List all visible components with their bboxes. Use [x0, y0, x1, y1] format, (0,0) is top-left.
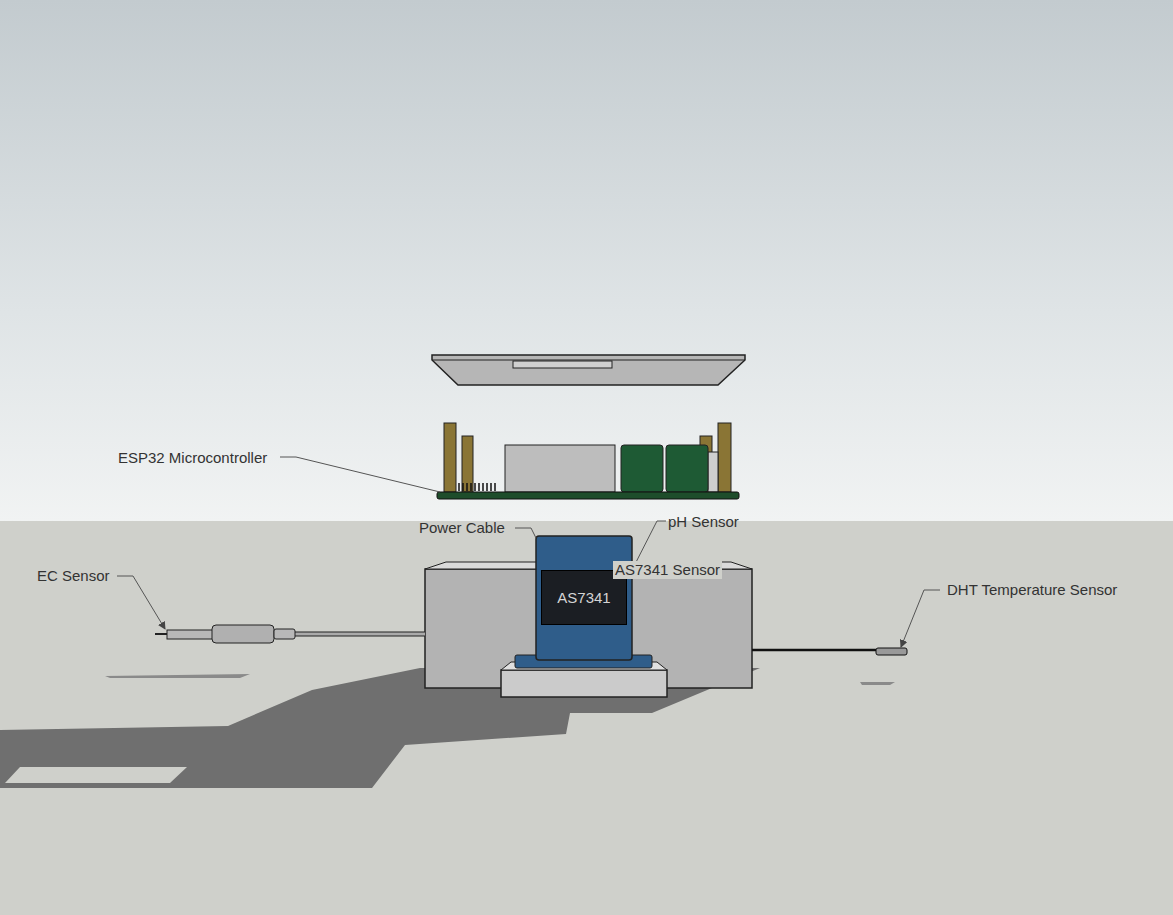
part-label: DHT Temperature Sensor [947, 581, 1117, 599]
chip-marking: AS7341 [557, 589, 610, 606]
part-label: AS7341 Sensor [613, 561, 722, 579]
part-label: pH Sensor [668, 513, 739, 531]
sky-background [0, 0, 1173, 521]
part-label: EC Sensor [37, 567, 110, 585]
part-label: Power Cable [419, 519, 505, 537]
part-label: ESP32 Microcontroller [118, 449, 267, 467]
